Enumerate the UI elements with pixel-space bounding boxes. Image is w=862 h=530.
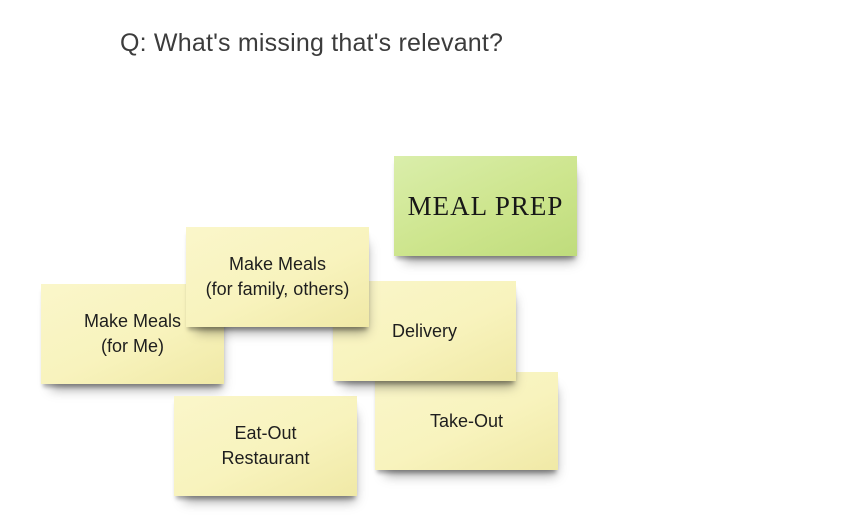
sticky-note-take-out[interactable]: Take-Out (375, 372, 558, 470)
sticky-note-label: Delivery (391, 320, 457, 341)
sticky-note-label: MEAL PREP (407, 191, 564, 221)
sticky-note-meal-prep[interactable]: MEAL PREP (394, 156, 577, 256)
sticky-note-label: Make Meals (for Me) (83, 311, 182, 356)
board-question-title[interactable]: Q: What's missing that's relevant? (120, 29, 504, 57)
sticky-note-label: Take-Out (429, 410, 504, 431)
sticky-note-label: Eat-Out Restaurant (221, 423, 310, 468)
sticky-note-eat-out-restaurant[interactable]: Eat-Out Restaurant (174, 396, 357, 496)
sticky-note-make-meals-family[interactable]: Make Meals (for family, others) (186, 227, 369, 327)
sticky-note-label: Make Meals (for family, others) (205, 254, 350, 299)
